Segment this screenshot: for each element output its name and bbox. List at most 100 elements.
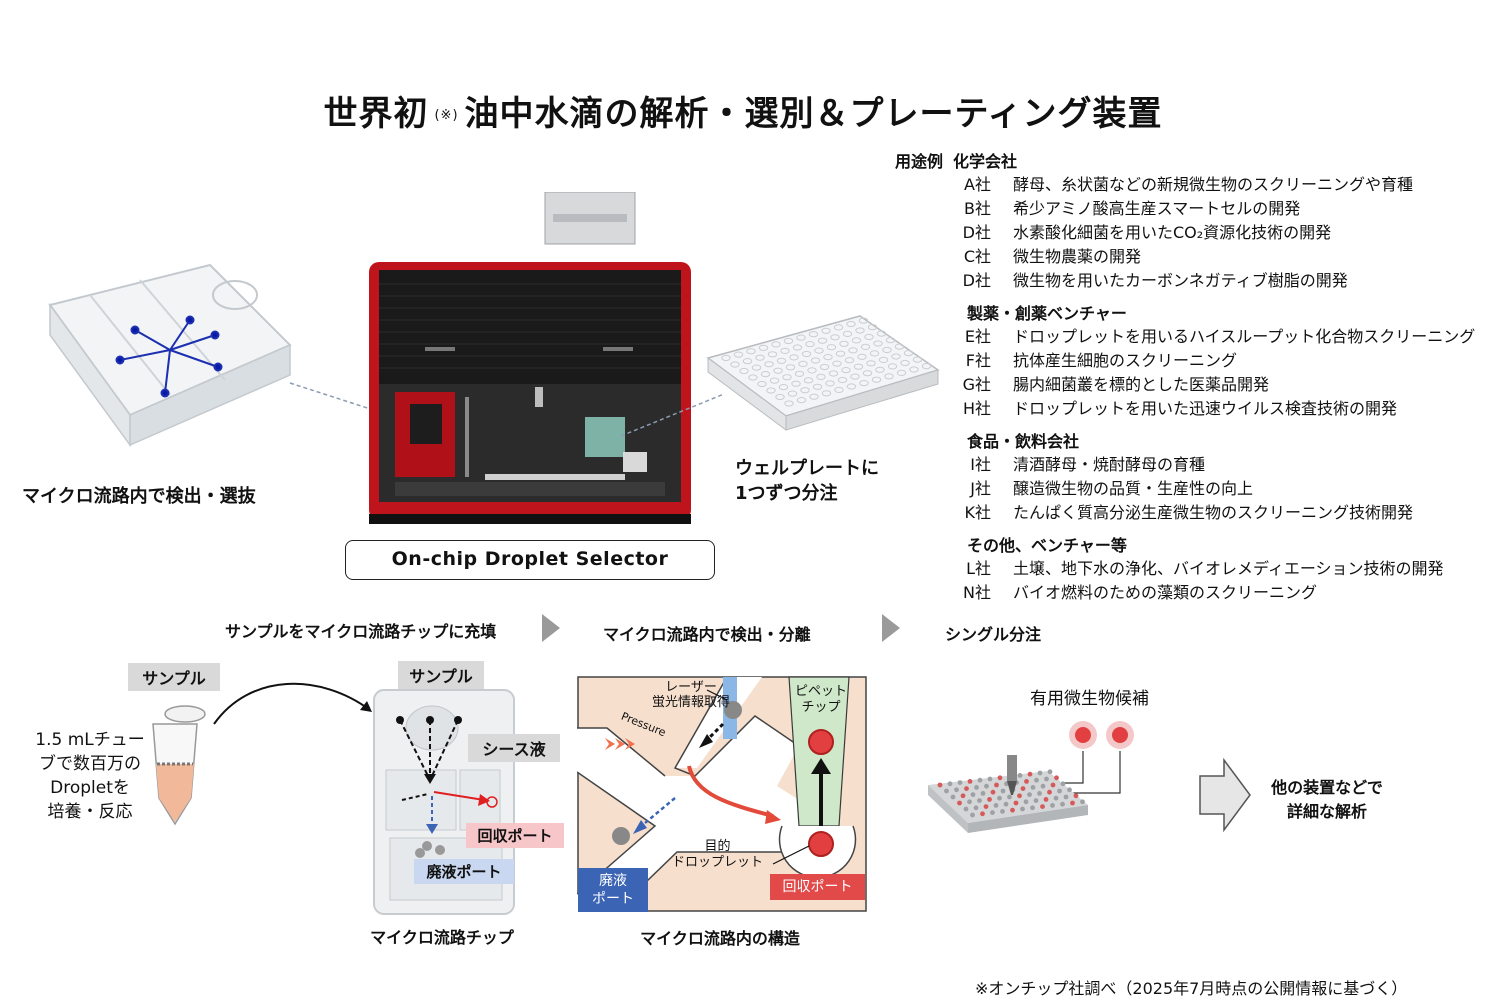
structure-caption: マイクロ流路内の構造	[640, 929, 800, 948]
well	[882, 346, 892, 354]
microfluidic-chip-illustration	[48, 263, 292, 448]
plate-well	[1044, 776, 1049, 782]
well	[876, 330, 887, 337]
well	[851, 337, 862, 344]
plate-well	[1067, 787, 1072, 793]
plate-well	[1027, 771, 1033, 777]
well	[850, 373, 860, 380]
candidate-label: 有用微生物候補	[1030, 689, 1149, 709]
well	[785, 364, 796, 371]
plate-well	[983, 804, 989, 809]
plate-well	[944, 788, 949, 794]
well	[796, 397, 807, 404]
well	[896, 369, 907, 377]
well	[837, 376, 848, 384]
well	[884, 373, 894, 380]
tube-description: 1.5 mLチュー ブで数百万の Dropletを 培養・反応	[30, 728, 150, 824]
well	[800, 387, 810, 394]
use-item-description: 酵母、糸状菌などの新規微生物のスクリーニングや育種	[1013, 175, 1414, 194]
use-item-description: 希少アミノ酸高生産スマートセルの開発	[1013, 199, 1301, 218]
use-category-name: 食品・飲料会社	[967, 432, 1080, 451]
well	[755, 354, 765, 361]
recovery-port-box: 回収ポート	[770, 874, 865, 900]
well	[900, 359, 910, 367]
well	[805, 341, 815, 348]
laser-label: レーザー 蛍光情報取得	[652, 680, 730, 710]
plate-well	[967, 799, 972, 805]
waste-tag: 廃液ポート	[414, 859, 514, 884]
well	[891, 353, 901, 360]
well	[739, 367, 749, 375]
well	[846, 320, 856, 328]
well	[748, 374, 758, 381]
plate-well	[980, 811, 985, 817]
use-item: H社ドロップレットを用いた迅速ウイルス検査技術の開発	[895, 397, 1485, 420]
target-label-line-1: 目的	[704, 839, 731, 854]
use-item-company: B社	[964, 199, 991, 218]
tube-text-line-3: Dropletを	[50, 778, 130, 798]
use-item-company: D社	[962, 271, 991, 290]
waste-port-line-2: ポート	[592, 891, 634, 907]
well	[801, 350, 812, 358]
well	[773, 367, 783, 374]
plate-well	[1017, 793, 1022, 799]
well	[842, 330, 853, 337]
plate-well	[950, 794, 956, 800]
well	[821, 327, 831, 334]
well	[733, 351, 744, 358]
single-dispense-illustration	[928, 721, 1134, 833]
well	[859, 380, 869, 387]
laser-label-line-1: レーザー	[665, 680, 717, 695]
use-item: N社 バイオ燃料のための藻類のスクリーニング	[895, 581, 1485, 604]
well	[894, 343, 905, 350]
use-item-company: K社	[964, 503, 992, 522]
use-category: その他、ベンチャー等	[895, 532, 1485, 556]
droplet-selector-machine	[369, 192, 691, 524]
plate-well	[994, 782, 999, 788]
title-main-before: 世界初	[323, 94, 429, 134]
well	[846, 383, 857, 390]
plate-well	[1023, 799, 1029, 805]
plate-well	[1030, 805, 1035, 811]
analysis-label-line-2: 詳細な解析	[1286, 802, 1367, 821]
well	[757, 380, 767, 388]
plate-well	[957, 780, 963, 785]
well	[792, 344, 803, 351]
plate-well	[1034, 777, 1039, 783]
plate-well	[1037, 770, 1043, 776]
chip-caption: マイクロ流路チップ	[370, 928, 514, 947]
step-arrow-1	[542, 614, 560, 642]
plate-connector-line	[620, 393, 725, 437]
plate-well	[1057, 788, 1062, 794]
well	[871, 376, 882, 383]
well	[780, 347, 790, 355]
plate-well	[1003, 801, 1009, 807]
use-item-company: H社	[962, 399, 991, 418]
use-item-company: I社	[970, 455, 991, 474]
tube-text-line-4: 培養・反応	[47, 802, 133, 822]
pipette-label-line-1: ピペット	[795, 684, 848, 699]
well	[778, 384, 789, 391]
use-item-description: 水素酸化細菌を用いたCO₂資源化技術の開発	[1013, 223, 1332, 242]
use-item-company: N社	[963, 583, 991, 602]
use-item-company: A社	[964, 175, 991, 194]
well	[746, 348, 756, 355]
plate-well	[970, 812, 975, 818]
use-item-company: J社	[970, 479, 991, 498]
chip-connector-line	[289, 382, 424, 427]
plate-well	[1010, 807, 1015, 813]
use-category: 食品・飲料会社	[895, 428, 1485, 452]
use-item-company: F社	[965, 351, 991, 370]
well	[830, 334, 840, 341]
analysis-label-line-1: 他の装置などで	[1271, 778, 1383, 797]
use-item-description: 微生物を用いたカーボンネガティブ樹脂の開発	[1013, 271, 1348, 290]
plate-well	[1007, 794, 1012, 800]
plate-well	[947, 781, 953, 787]
use-item-description: バイオ燃料のための藻類のスクリーニング	[1013, 583, 1318, 602]
well	[834, 386, 844, 394]
well	[833, 324, 844, 331]
well	[875, 366, 885, 373]
plate-well	[980, 791, 986, 796]
use-item: E社ドロップレットを用いるハイスループット化合物スクリーニング	[895, 325, 1485, 348]
